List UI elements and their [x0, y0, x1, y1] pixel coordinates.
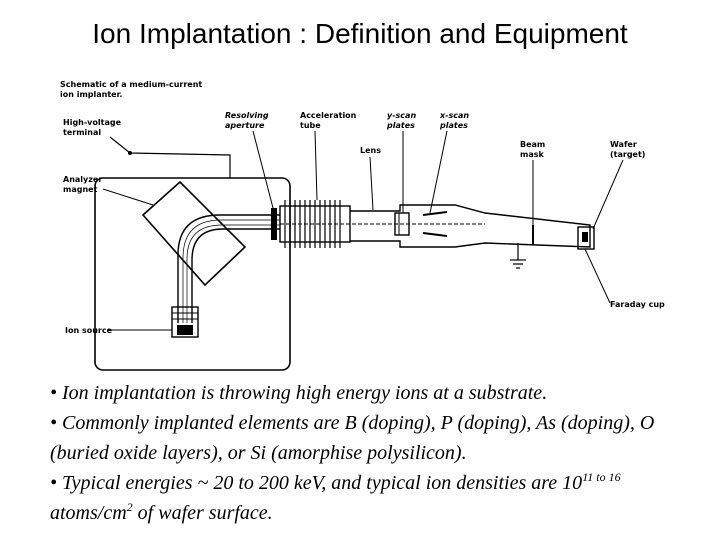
label-aperture-line-2: aperture	[225, 121, 265, 130]
caption-line-2: ion implanter.	[60, 90, 122, 99]
ground-icon	[510, 243, 526, 269]
label-xscan-line-1: x-scan	[439, 111, 469, 120]
label-hv-line-1: High-voltage	[63, 118, 122, 127]
label-magnet-line-1: Analyzer	[63, 175, 102, 184]
label-accel-line-2: tube	[300, 121, 321, 130]
bullet-3-exponent: 11 to 16	[582, 470, 621, 484]
label-magnet-line-2: magnet	[63, 185, 98, 194]
y-scan-plates	[394, 212, 410, 236]
ion-source	[171, 306, 199, 338]
bullet-3-suffix: of wafer surface.	[132, 502, 273, 524]
label-aperture-line-1: Resolving	[225, 111, 269, 120]
label-wafer-line-2: (target)	[610, 150, 645, 159]
bullet-2: • Commonly implanted elements are B (dop…	[50, 412, 655, 464]
analyzer-magnet	[141, 180, 247, 287]
resolving-aperture	[271, 208, 277, 240]
bullet-3: • Typical energies ~ 20 to 200 keV, and …	[50, 468, 690, 528]
bullet-3-unit-exponent: 2	[126, 500, 133, 514]
label-yscan-line-2: plates	[386, 121, 415, 130]
x-scan-plates	[422, 211, 448, 216]
label-hv-line-2: terminal	[63, 128, 101, 137]
bullet-3-prefix: • Typical energies ~ 20 to 200 keV, and …	[50, 472, 583, 494]
bullet-list: • Ion implantation is throwing high ener…	[50, 378, 690, 528]
beam-tube-bend	[177, 214, 280, 323]
wafer-target	[577, 226, 595, 250]
hv-leader	[109, 136, 231, 178]
label-faraday: Faraday cup	[610, 300, 665, 309]
bullet-3-unit: atoms/cm	[50, 502, 127, 524]
caption-line-1: Schematic of a medium-current	[60, 80, 202, 89]
label-accel-line-1: Acceleration	[300, 111, 357, 120]
bullet-1: • Ion implantation is throwing high ener…	[50, 382, 548, 404]
ion-implanter-schematic: Schematic of a medium-current ion implan…	[60, 80, 665, 371]
slide-title: Ion Implantation : Definition and Equipm…	[92, 18, 628, 49]
beamline-pipe	[350, 204, 591, 248]
label-beam-line-2: mask	[520, 150, 544, 159]
label-xscan-line-2: plates	[439, 121, 468, 130]
label-yscan-line-1: y-scan	[387, 111, 416, 120]
label-wafer-line-1: Wafer	[610, 140, 637, 149]
label-beam-line-1: Beam	[520, 140, 545, 149]
label-ion-source: Ion source	[65, 326, 113, 335]
label-lens: Lens	[360, 146, 381, 155]
high-voltage-terminal-box	[94, 177, 291, 371]
